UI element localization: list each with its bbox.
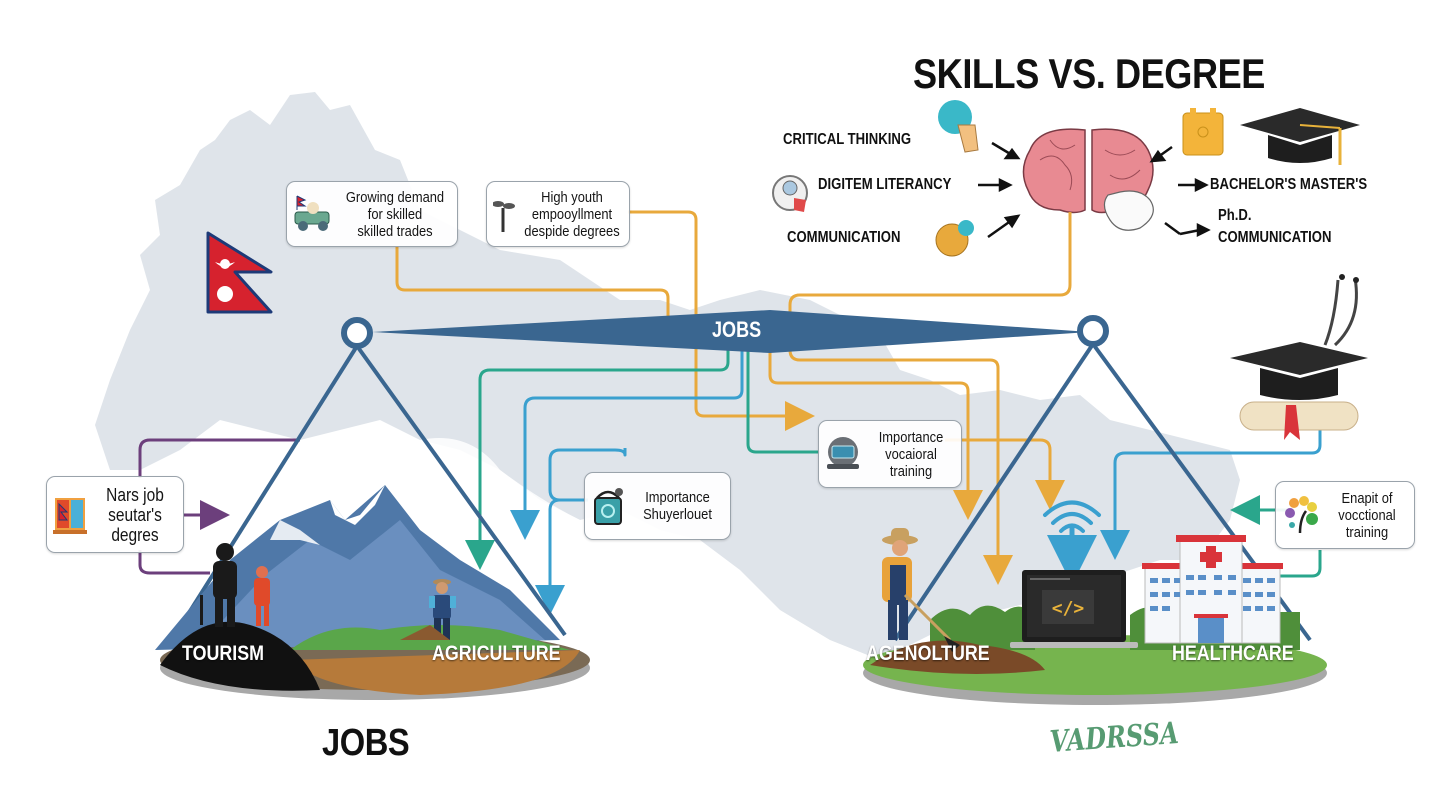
farmer-with-shovel-icon [882, 528, 960, 652]
callout-line: Shuyerlouet [643, 506, 712, 523]
flag-book-icon [53, 497, 87, 534]
skill-critical-thinking: CRITICAL THINKING [783, 131, 912, 148]
callout-line: degres [111, 524, 159, 545]
nepal-flag-icon [206, 231, 273, 314]
degree-communication: COMMUNICATION [1218, 229, 1332, 246]
wifi-icon [1043, 500, 1101, 533]
callout-line: training [1345, 523, 1389, 541]
graduation-cap-icon [1240, 108, 1360, 165]
laptop-code-icon: </> [1010, 570, 1138, 648]
farmer-icon [429, 579, 456, 640]
callout-line: Growing demand [345, 188, 445, 206]
callout-line: training [889, 462, 933, 480]
bag-icon [594, 488, 623, 525]
callout-high-youth: High youth empooyllment despide degrees [486, 181, 630, 247]
callout-growing-demand: Growing demand for skilled skilled trade… [286, 181, 458, 247]
cap-stethoscope-diploma-icon [1230, 274, 1368, 440]
sprout-icon [493, 201, 515, 232]
climber-icon [254, 566, 270, 626]
hand-circle-icon [938, 100, 979, 153]
brain-icon [1022, 128, 1154, 231]
callout-line: vocaioral [885, 445, 937, 463]
callout-importance-vocational: Importance vocaioral training [818, 420, 962, 488]
pan-label-agenolture: AGENOLTURE [866, 642, 990, 665]
callout-line: High youth [541, 188, 603, 206]
footer-jobs-label: JOBS [322, 722, 410, 764]
callout-line: despide degrees [524, 222, 620, 240]
jeep-icon [294, 195, 330, 231]
hiker-silhouette-icon [200, 543, 237, 627]
skill-communication: COMMUNICATION [787, 229, 901, 246]
callout-line: Nars job [106, 484, 164, 505]
callout-line: seutar's [108, 504, 162, 525]
callout-importance-short: Importance Shuyerlouet [584, 472, 731, 540]
skill-digital-literacy: DIGITEM LITERANCY [818, 176, 952, 193]
magnifier-badge-icon [772, 175, 808, 212]
certificate-icon [1182, 108, 1224, 156]
pan-label-healthcare: HEALTHCARE [1172, 642, 1294, 665]
callout-line: Importance [878, 428, 944, 446]
callout-line: vocctional [1338, 506, 1396, 524]
callout-line: Enapit of [1341, 489, 1393, 507]
monitor-icon [827, 437, 859, 469]
degree-bachelors-masters: BACHELOR'S MASTER'S [1210, 176, 1368, 193]
callout-nars-job: Nars job seutar's degres [46, 476, 184, 553]
tree-people-icon [1285, 496, 1318, 534]
pan-label-tourism: TOURISM [182, 642, 264, 665]
degree-phd: Ph.D. [1218, 207, 1252, 224]
callout-line: empooyllment [531, 205, 613, 223]
svg-text:</>: </> [1052, 598, 1085, 619]
chat-circle-icon [935, 220, 974, 257]
callout-line: for skilled [367, 205, 423, 223]
callout-enapit: Enapit of vocctional training [1275, 481, 1415, 549]
pan-label-agriculture: AGRICULTURE [432, 642, 561, 665]
callout-line: Importance [645, 489, 710, 506]
hospital-icon [1142, 535, 1283, 644]
page-title: SKILLS VS. DEGREE [913, 50, 1265, 97]
beam-jobs-label: JOBS [712, 317, 762, 342]
scale-beam [372, 310, 1090, 353]
callout-line: skilled trades [357, 222, 433, 240]
